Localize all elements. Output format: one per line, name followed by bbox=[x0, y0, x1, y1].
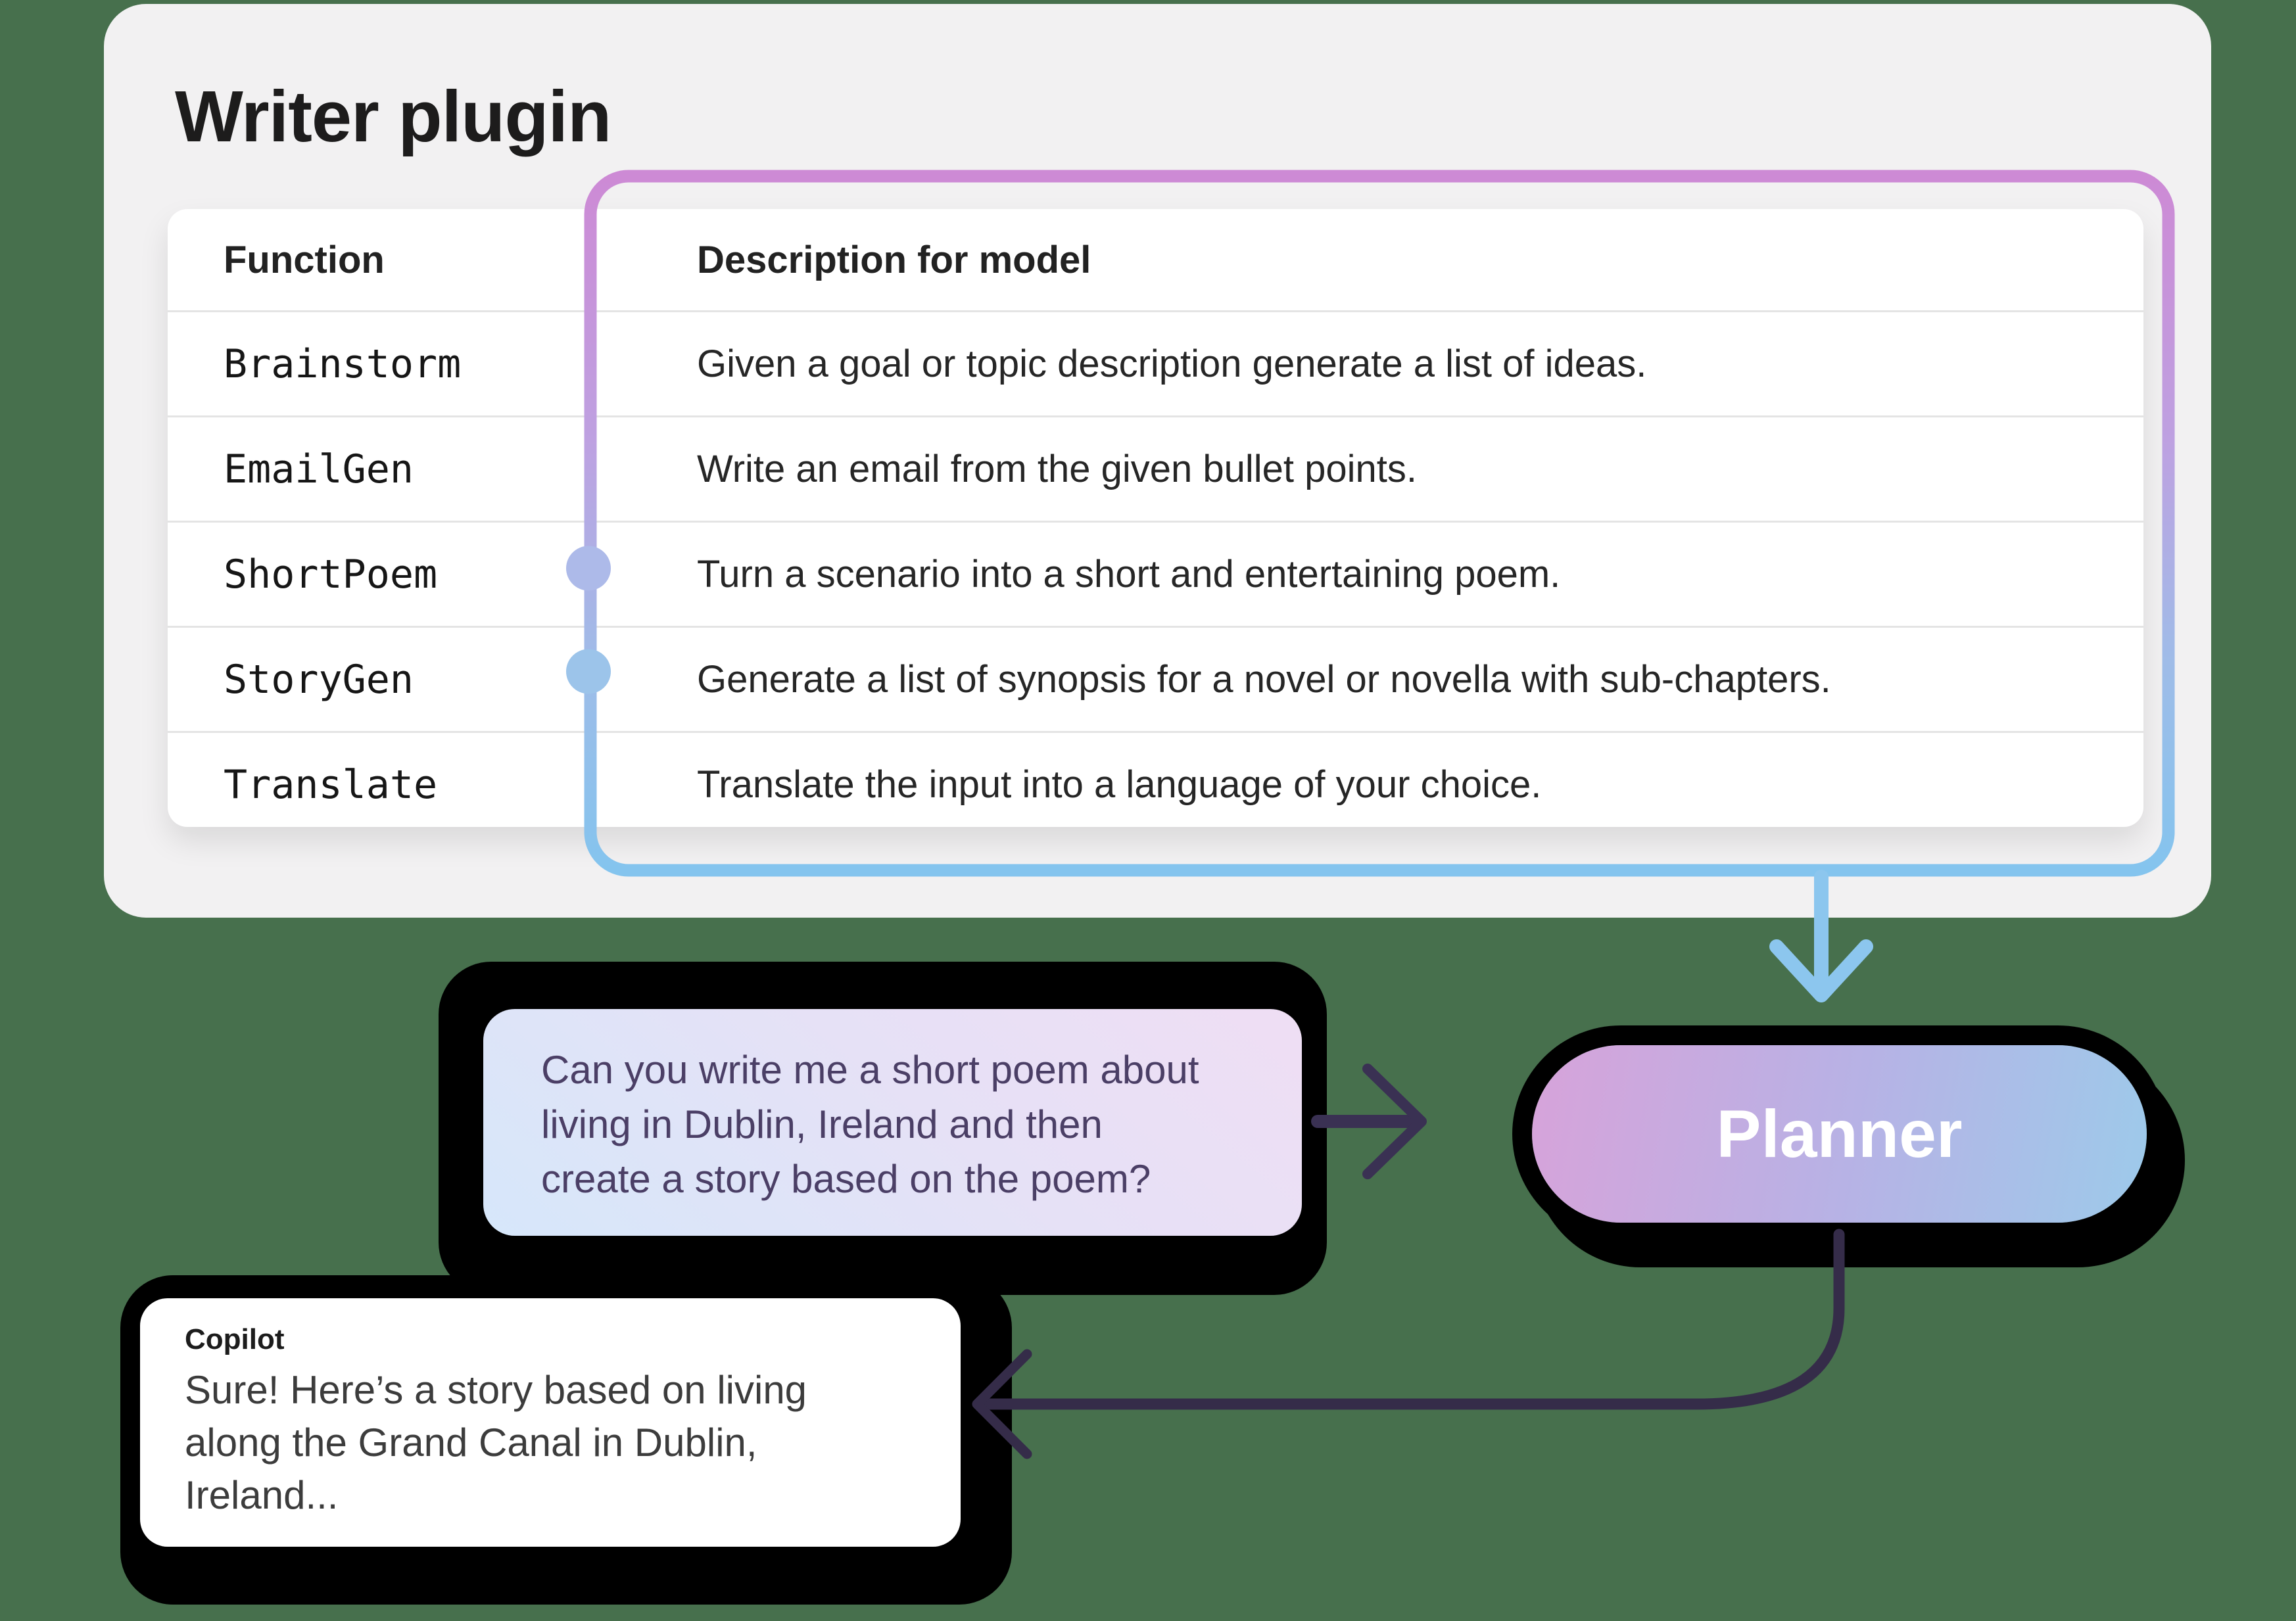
column-header-description: Description for model bbox=[697, 238, 1091, 281]
table-row: Brainstorm Given a goal or topic descrip… bbox=[168, 310, 2143, 415]
planner-node: Planner bbox=[1532, 1045, 2147, 1223]
function-name: StoryGen bbox=[224, 656, 414, 703]
function-name: EmailGen bbox=[224, 446, 414, 492]
copilot-bubble-face: Copilot Sure! Here’s a story based on li… bbox=[140, 1298, 961, 1547]
planner-label: Planner bbox=[1716, 1096, 1963, 1171]
writer-plugin-card: Writer plugin Function Description for m… bbox=[104, 4, 2211, 918]
card-title: Writer plugin bbox=[175, 76, 611, 157]
table-row: Translate Translate the input into a lan… bbox=[168, 731, 2143, 827]
user-to-planner-arrow bbox=[1311, 1064, 1427, 1179]
function-description: Turn a scenario into a short and enterta… bbox=[697, 553, 1561, 596]
blue-arrow-chevron-icon bbox=[1769, 939, 1873, 1002]
function-description: Given a goal or topic description genera… bbox=[697, 342, 1647, 385]
table-row: StoryGen Generate a list of synopsis for… bbox=[168, 626, 2143, 731]
column-header-function: Function bbox=[224, 238, 385, 281]
table-row: ShortPoem Turn a scenario into a short a… bbox=[168, 521, 2143, 626]
user-message-bubble: Can you write me a short poem about livi… bbox=[439, 962, 1327, 1295]
copilot-message-bubble: Copilot Sure! Here’s a story based on li… bbox=[120, 1275, 1012, 1605]
function-description: Write an email from the given bullet poi… bbox=[697, 448, 1418, 490]
function-name: ShortPoem bbox=[224, 551, 438, 598]
function-name: Translate bbox=[224, 761, 438, 808]
function-description: Translate the input into a language of y… bbox=[697, 763, 1542, 806]
user-arrow-chevron-icon bbox=[1362, 1064, 1427, 1179]
copilot-sender-label: Copilot bbox=[185, 1323, 285, 1355]
function-description: Generate a list of synopsis for a novel … bbox=[697, 658, 1831, 701]
function-name: Brainstorm bbox=[224, 341, 462, 387]
table-row: EmailGen Write an email from the given b… bbox=[168, 415, 2143, 521]
user-bubble-face: Can you write me a short poem about livi… bbox=[483, 1009, 1302, 1236]
function-table: Function Description for model Brainstor… bbox=[168, 209, 2143, 827]
user-message-text: Can you write me a short poem about livi… bbox=[541, 1048, 1199, 1201]
copilot-message-text: Sure! Here’s a story based on living alo… bbox=[185, 1368, 807, 1517]
table-header-row: Function Description for model bbox=[168, 209, 2143, 310]
